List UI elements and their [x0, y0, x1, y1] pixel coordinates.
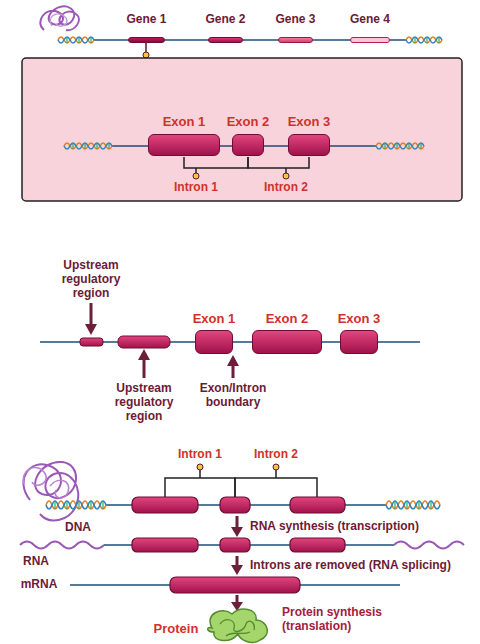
protein-blob — [40, 6, 79, 30]
helix-rung — [55, 501, 103, 509]
lollipop-stem — [199, 470, 201, 478]
exon-box — [220, 497, 250, 513]
step-arrow — [236, 556, 239, 566]
helix-rung — [73, 143, 109, 149]
strand-label: mRNA — [14, 578, 64, 592]
exon-box — [132, 497, 198, 513]
mrna-exons — [170, 577, 300, 593]
exon-box — [290, 497, 345, 513]
strand-label: DNA — [58, 521, 98, 535]
helix-rung — [67, 37, 91, 43]
rna-strand — [394, 542, 464, 549]
node-heading: Gene 1 — [126, 13, 166, 26]
intron-label: Intron 1 — [166, 181, 226, 195]
node-heading: Exon 2 — [266, 312, 309, 326]
pointer-arrow — [90, 303, 93, 326]
dna-helix — [64, 143, 112, 149]
exon-box — [290, 538, 345, 552]
gene-segment: Gene 3 — [278, 37, 313, 43]
zoom-box — [22, 58, 462, 201]
dna-helix — [386, 501, 440, 509]
regulatory-box — [118, 336, 170, 348]
arrow-head — [231, 565, 243, 575]
arrow-head — [138, 349, 150, 360]
exon-box: Exon 2 — [232, 134, 264, 156]
arrow-head — [231, 527, 243, 537]
arrow-head — [227, 355, 239, 366]
intron-bracket — [165, 478, 235, 497]
helix-rung — [385, 143, 421, 149]
intron-bracket — [248, 157, 309, 168]
dna-helix — [58, 37, 94, 43]
exon-box — [132, 538, 198, 552]
rna-strand — [20, 542, 104, 549]
lollipop-head — [283, 173, 289, 179]
node-heading: Exon 3 — [338, 312, 381, 326]
step-arrow — [236, 516, 239, 528]
arrow-head — [85, 324, 97, 335]
step-label: Protein synthesis (translation) — [282, 606, 412, 634]
lollipop-head — [143, 52, 149, 58]
gene-segment: Gene 4 — [350, 37, 390, 43]
helix-rung — [415, 37, 439, 43]
dna-helix — [386, 501, 440, 509]
node-heading: Gene 4 — [350, 13, 390, 26]
node-heading: Gene 3 — [275, 13, 315, 26]
dna-helix — [376, 143, 424, 149]
step-label: RNA synthesis (transcription) — [250, 520, 470, 534]
step-label: Introns are removed (RNA splicing) — [250, 559, 476, 573]
intron-bracket — [184, 157, 248, 168]
protein-blob — [23, 468, 68, 498]
protein-fold — [220, 620, 254, 636]
dna-helix — [64, 143, 112, 149]
regulatory-box — [80, 338, 103, 346]
exon-box: Exon 3 — [340, 330, 378, 354]
gene-segment: Gene 2 — [208, 37, 243, 43]
region-label: Upstream regulatory region — [51, 259, 131, 300]
intron-bracket — [235, 478, 317, 497]
node-heading: Gene 2 — [205, 13, 245, 26]
node-heading: Exon 3 — [288, 115, 331, 129]
dna-helix — [406, 37, 442, 43]
boundary-label: Exon/Intron boundary — [191, 382, 275, 410]
protein-blob — [23, 462, 78, 521]
product-label: Protein — [146, 622, 206, 637]
lollipop-stem — [275, 470, 277, 478]
lollipop-head — [273, 464, 279, 470]
dna-helix — [376, 143, 424, 149]
dna-helix — [406, 37, 442, 43]
intron-label: Intron 1 — [170, 448, 230, 462]
exon-box — [220, 538, 250, 552]
lollipop-head — [193, 173, 199, 179]
exon-box: Exon 1 — [148, 134, 220, 156]
protein-product — [208, 609, 268, 642]
dna-helix — [46, 501, 106, 509]
pointer-arrow — [143, 358, 146, 378]
exon-box: Exon 2 — [252, 330, 322, 354]
intron-label: Intron 2 — [246, 448, 306, 462]
strand-label: RNA — [16, 555, 56, 569]
gene-segment: Gene 1 — [128, 37, 165, 43]
helix-rung — [395, 501, 431, 509]
lollipop-head — [197, 464, 203, 470]
protein-blob — [50, 14, 67, 26]
node-heading: Exon 1 — [163, 115, 206, 129]
region-label: Upstream regulatory region — [104, 382, 184, 423]
pointer-arrow — [232, 364, 235, 378]
node-heading: Exon 2 — [227, 115, 270, 129]
exon-box: Exon 1 — [195, 330, 233, 354]
node-heading: Exon 1 — [193, 312, 236, 326]
exon-box: Exon 3 — [288, 134, 330, 156]
dna-helix — [46, 501, 106, 509]
dna-helix — [58, 37, 94, 43]
intron-label: Intron 2 — [256, 181, 316, 195]
step-arrow — [236, 595, 239, 603]
